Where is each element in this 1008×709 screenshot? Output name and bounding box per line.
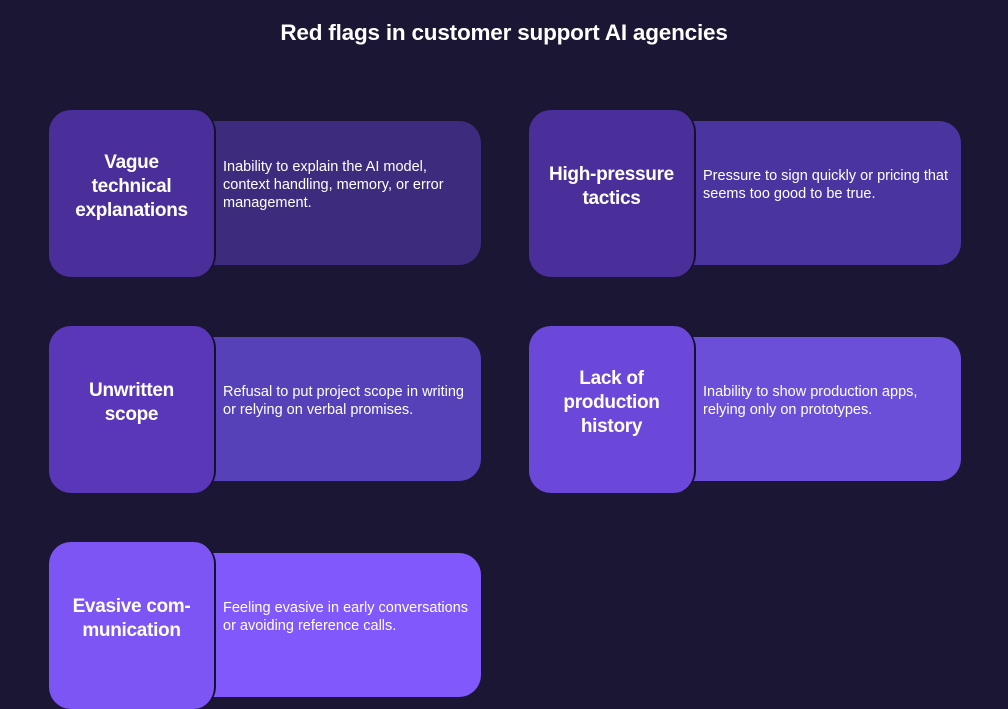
red-flag-card: Inability to show production apps, relyi… [529,326,961,493]
red-flag-title: Unwritten scope [89,379,174,425]
red-flag-card: Inability to explain the AI model, conte… [49,110,481,277]
red-flag-description: Pressure to sign quickly or pricing that… [703,168,948,202]
red-flag-title-box: High-pressure tactics [529,110,696,277]
red-flag-description: Inability to show production apps, relyi… [703,384,918,418]
red-flag-title: Lack of production history [563,367,660,437]
red-flag-title-box: Lack of production history [529,326,696,493]
red-flag-title-box: Unwritten scope [49,326,216,493]
red-flag-description-box: Inability to explain the AI model, conte… [207,121,481,265]
red-flag-card: Refusal to put project scope in writing … [49,326,481,493]
red-flag-description: Inability to explain the AI model, conte… [223,159,444,211]
red-flag-description-box: Refusal to put project scope in writing … [207,337,481,481]
red-flag-title: Vague technical explanations [75,151,188,221]
red-flag-title: High-pressure tactics [549,163,674,209]
red-flag-card: Pressure to sign quickly or pricing that… [529,110,961,277]
red-flag-description: Refusal to put project scope in writing … [223,384,464,418]
page-title: Red flags in customer support AI agencie… [280,20,728,45]
red-flag-title-box: Evasive com-munication [49,542,216,709]
red-flag-description-box: Pressure to sign quickly or pricing that… [687,121,961,265]
red-flag-title: Evasive com-munication [72,595,191,641]
red-flag-description: Feeling evasive in early conversations o… [223,600,469,634]
red-flag-title-box: Vague technical explanations [49,110,216,277]
red-flag-card: Feeling evasive in early conversations o… [49,542,481,709]
red-flag-description-box: Inability to show production apps, relyi… [687,337,961,481]
red-flag-description-box: Feeling evasive in early conversations o… [207,553,481,697]
